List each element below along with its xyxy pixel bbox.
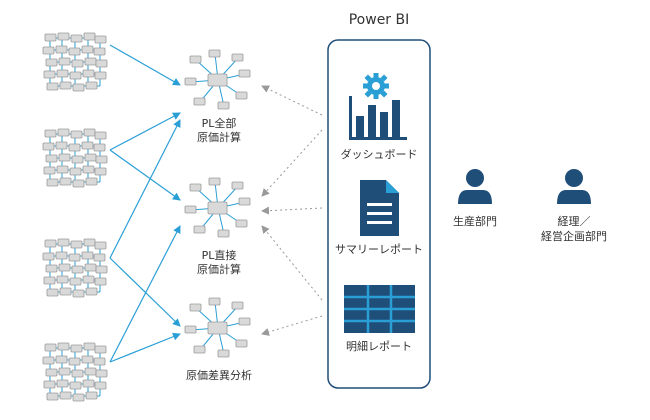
user-label-line1: 生産部門 bbox=[453, 214, 497, 228]
dashboard-gear-chart-icon bbox=[349, 73, 407, 140]
person-icon bbox=[557, 169, 591, 204]
arrow bbox=[109, 44, 181, 86]
process-hub-icon bbox=[184, 177, 251, 238]
arrow bbox=[109, 112, 181, 151]
process-label-line2: 原価計算 bbox=[197, 130, 241, 144]
person-icon bbox=[458, 169, 492, 204]
arrow bbox=[109, 149, 181, 201]
arrow bbox=[261, 225, 323, 301]
arrow bbox=[261, 315, 323, 336]
process-label-line2: 原価計算 bbox=[197, 262, 241, 276]
source-to-process-arrows bbox=[109, 44, 181, 363]
data-network-icon bbox=[42, 342, 108, 402]
arrow bbox=[109, 257, 181, 327]
process-label-line1: PL直接 bbox=[202, 248, 237, 262]
process-label-line1: PL全部 bbox=[202, 116, 237, 130]
process-hub-icon bbox=[184, 49, 251, 110]
powerbi-to-process-arrows bbox=[261, 85, 323, 336]
data-network-icon bbox=[42, 32, 108, 92]
panel-title: Power BI bbox=[349, 12, 410, 28]
arrow bbox=[109, 225, 181, 363]
arrow bbox=[261, 206, 323, 215]
process-hub-icon bbox=[184, 297, 251, 358]
user-label-line1: 経理／ bbox=[558, 215, 591, 228]
arrow bbox=[261, 85, 323, 116]
arrow bbox=[109, 119, 181, 259]
data-network-icon bbox=[42, 238, 108, 298]
panel-item-label: サマリーレポート bbox=[335, 243, 423, 256]
panel-item-label: ダッシュボード bbox=[341, 147, 418, 161]
user-label-line2: 経営企画部門 bbox=[541, 229, 607, 243]
document-icon bbox=[360, 180, 399, 236]
arrow bbox=[261, 129, 323, 197]
arrow bbox=[109, 332, 181, 363]
table-grid-icon bbox=[344, 285, 415, 333]
process-label-line1: 原価差異分析 bbox=[186, 368, 252, 382]
data-network-icon bbox=[42, 128, 108, 188]
panel-item-label: 明細レポート bbox=[346, 340, 412, 353]
